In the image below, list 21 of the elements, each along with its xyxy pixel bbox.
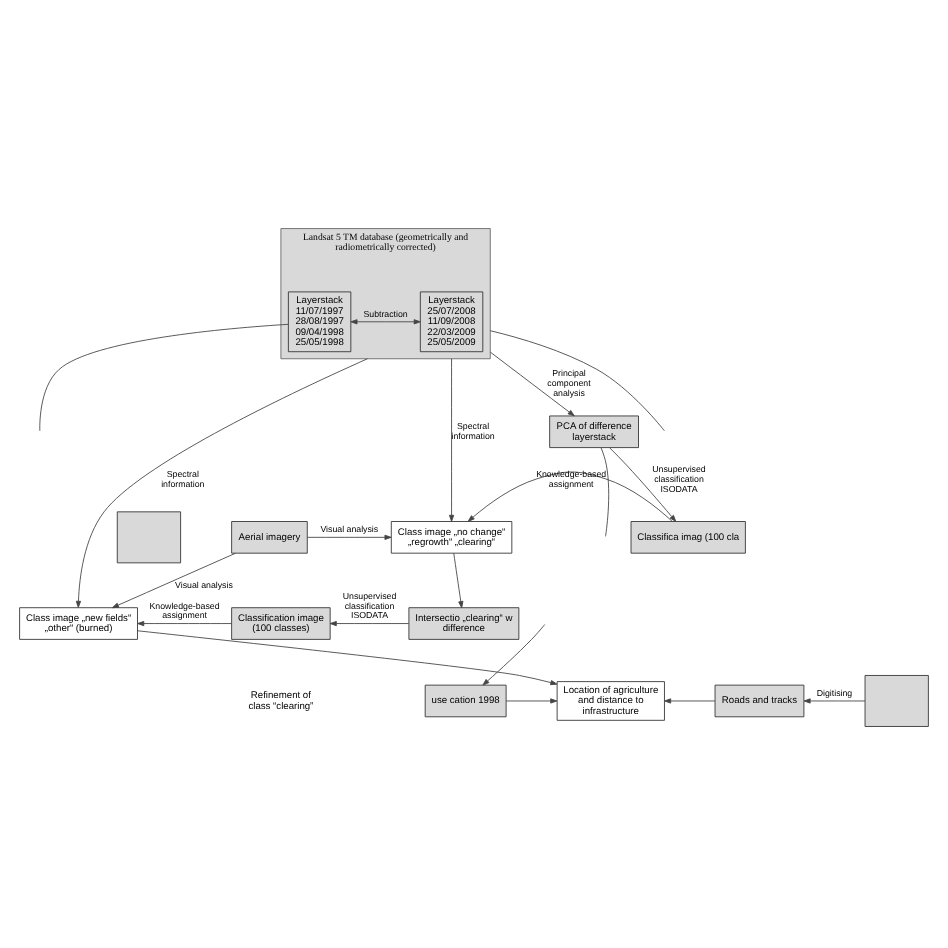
arrow bbox=[664, 698, 716, 704]
arrow bbox=[448, 358, 455, 522]
arrow bbox=[137, 630, 558, 686]
arrow bbox=[75, 358, 368, 608]
connector bbox=[600, 447, 610, 537]
arrow bbox=[307, 534, 392, 540]
arrow bbox=[137, 620, 232, 627]
arrow bbox=[329, 620, 410, 627]
connector bbox=[489, 330, 665, 432]
arrow bbox=[505, 698, 558, 704]
arrow bbox=[453, 552, 464, 609]
arrow bbox=[609, 447, 677, 522]
arrow bbox=[482, 624, 546, 686]
arrow bbox=[111, 552, 236, 609]
arrow bbox=[803, 698, 866, 704]
connector bbox=[39, 323, 289, 432]
node-box bbox=[864, 675, 929, 727]
arrow bbox=[467, 471, 673, 522]
node-box bbox=[116, 511, 182, 564]
arrow bbox=[350, 319, 421, 325]
arrow bbox=[489, 351, 575, 417]
